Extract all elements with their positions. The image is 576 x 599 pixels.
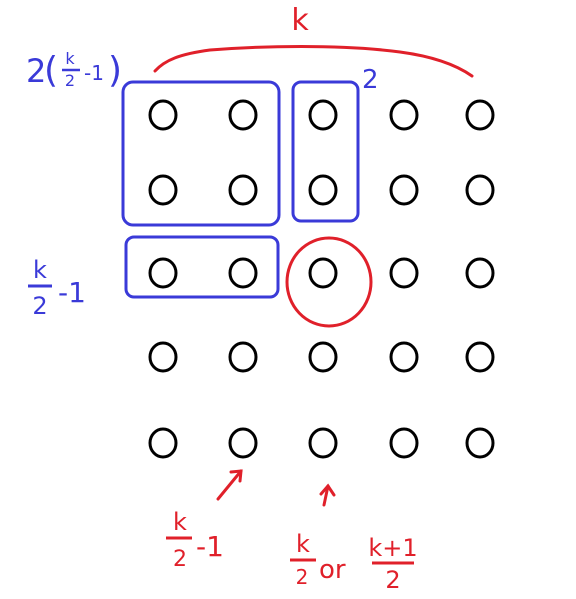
group-width-label: 2 ( k 2 -1 ) — [26, 49, 122, 91]
column-pair-label: 2 — [362, 65, 379, 95]
highlight-circle — [285, 236, 373, 328]
dot-r3-c3 — [308, 257, 338, 289]
dot-r4-c4 — [389, 341, 419, 373]
row-label-tail: -1 — [58, 276, 86, 309]
bottom-left-label: k 2 -1 — [166, 508, 224, 572]
dot-r4-c1 — [148, 341, 178, 373]
bottom-right-num: k+1 — [368, 534, 417, 562]
dot-r1-c5 — [465, 99, 495, 131]
dot-r4-c3 — [308, 341, 338, 373]
dot-r5-c2 — [228, 427, 258, 459]
top-left-group-box — [121, 80, 281, 227]
top-k-annotation: k — [153, 3, 474, 78]
group-width-tail: -1 — [84, 61, 104, 85]
group-width-open-paren: ( — [44, 50, 58, 91]
row-label: k 2 -1 — [28, 256, 86, 320]
group-width-close-paren: ) — [108, 50, 122, 91]
dot-r4-c5 — [465, 341, 495, 373]
row-label-den: 2 — [32, 292, 47, 320]
dot-r1-c1 — [148, 99, 178, 131]
group-width-den: 2 — [65, 71, 75, 90]
bottom-left-tail: -1 — [196, 530, 224, 563]
dot-r1-c3 — [308, 99, 338, 131]
dot-r2-c2 — [228, 174, 258, 206]
top-brace — [153, 45, 474, 78]
dot-r2-c3 — [308, 174, 338, 206]
dot-r3-c5 — [465, 257, 495, 289]
bottom-middle-label: k 2 or k+1 2 — [290, 530, 418, 594]
dot-r1-c2 — [228, 99, 258, 131]
arrow-middle — [319, 483, 336, 507]
dot-r1-c4 — [389, 99, 419, 131]
dot-grid — [148, 99, 495, 459]
bottom-left-den: 2 — [173, 547, 187, 572]
dot-r5-c5 — [465, 427, 495, 459]
row-label-num: k — [33, 256, 47, 284]
arrow-left — [216, 469, 243, 501]
dot-r3-c2 — [228, 257, 258, 289]
top-k-label: k — [291, 3, 309, 38]
dot-r4-c2 — [228, 341, 258, 373]
group-width-num: k — [65, 49, 75, 68]
column-pair-box — [291, 80, 360, 223]
bottom-mid-num: k — [296, 530, 310, 558]
dot-r2-c1 — [148, 174, 178, 206]
dot-r2-c4 — [389, 174, 419, 206]
group-width-coef: 2 — [26, 52, 46, 90]
dot-r5-c3 — [308, 427, 338, 459]
bottom-left-num: k — [173, 508, 187, 536]
dot-r3-c1 — [148, 257, 178, 289]
row-group-box — [124, 235, 280, 299]
bottom-mid-or: or — [319, 555, 346, 585]
dot-r5-c4 — [389, 427, 419, 459]
dot-r3-c4 — [389, 257, 419, 289]
dot-r5-c1 — [148, 427, 178, 459]
bottom-mid-den: 2 — [296, 565, 309, 589]
bottom-right-den: 2 — [385, 566, 400, 594]
dot-r2-c5 — [465, 174, 495, 206]
